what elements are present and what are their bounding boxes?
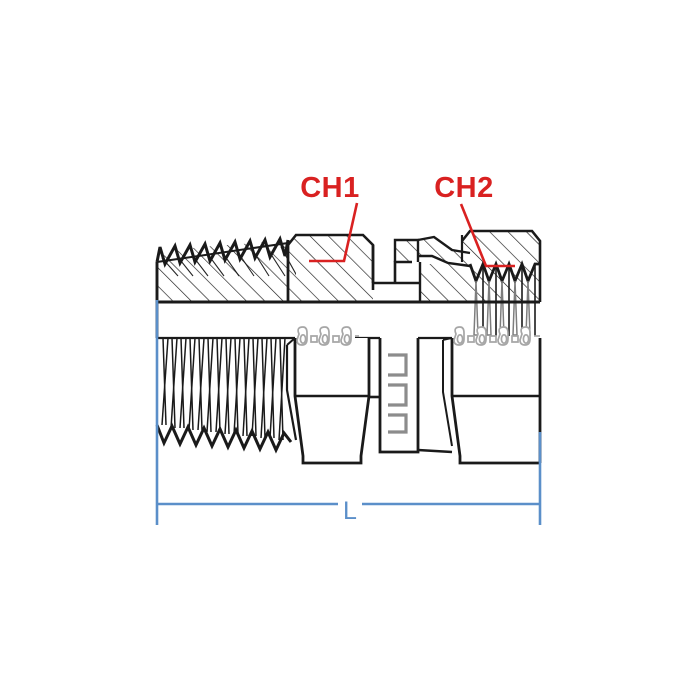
callout-annotations: CH1 CH2: [300, 172, 515, 268]
male-thread-elevation: [155, 337, 293, 454]
hidden-thread-indication-left: [296, 326, 359, 346]
lower-elevation-view: [155, 326, 542, 465]
length-dimension: L: [155, 300, 542, 525]
center-groove-band: [369, 338, 453, 454]
ch1-hex-section: [286, 233, 375, 302]
ch2-label: CH2: [434, 172, 494, 204]
upper-section-view: [155, 229, 542, 338]
ch2-leader-line: [459, 203, 515, 268]
callout-ch1: CH1: [300, 172, 360, 263]
callout-ch2: CH2: [434, 172, 515, 268]
ch1-hex-elevation: [285, 337, 371, 465]
ch2-hex-elevation: [442, 337, 542, 465]
ch2-block-section: [393, 229, 542, 302]
ch1-leader-line: [309, 202, 359, 263]
length-dimension-label: L: [343, 497, 357, 525]
ch1-label: CH1: [300, 172, 360, 204]
hidden-thread-indication-right: [453, 326, 540, 346]
